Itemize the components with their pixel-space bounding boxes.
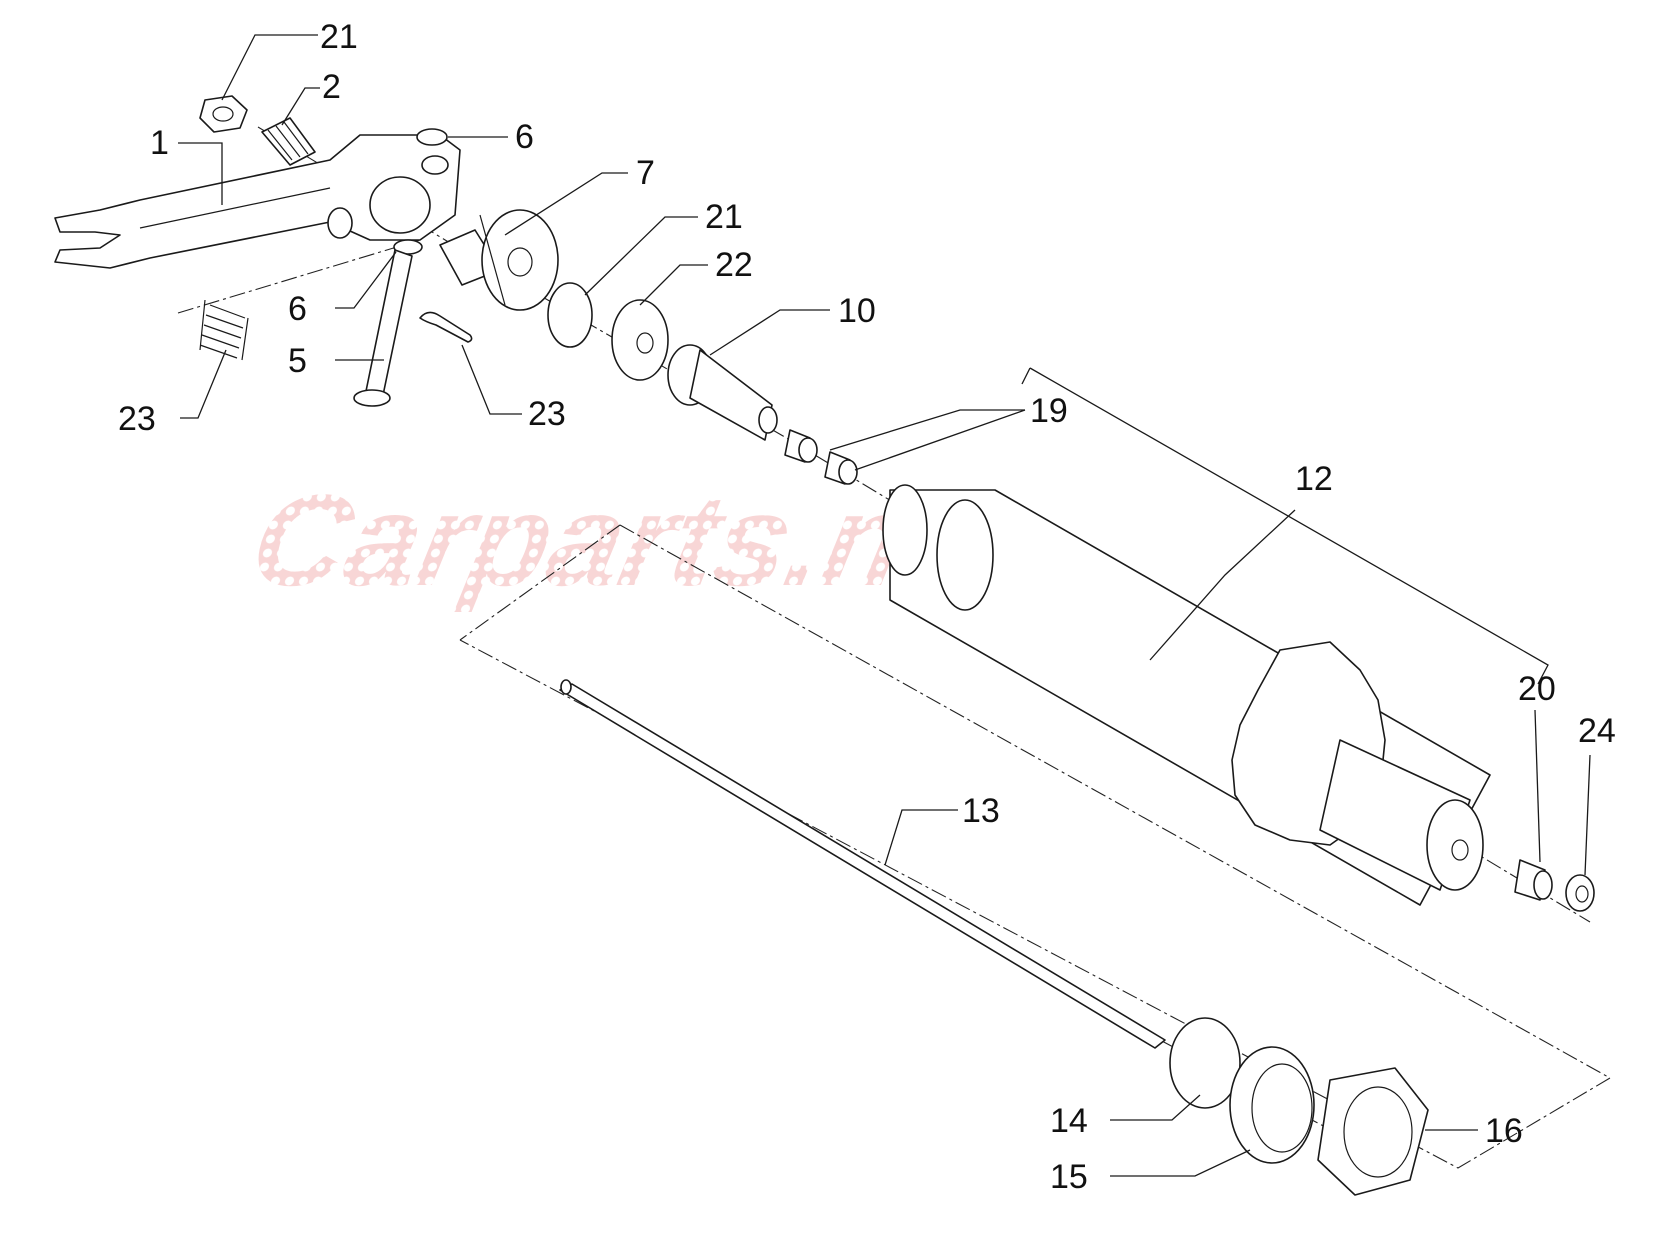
- bushing-18-part: [1514, 859, 1553, 901]
- callout-23: 23: [118, 400, 156, 438]
- callout-21: 21: [320, 18, 358, 56]
- set-screw-part: [261, 117, 316, 166]
- o-ring-14-part: [1169, 1017, 1241, 1109]
- rod-part: [559, 679, 1166, 1049]
- cotter-pin-part: [419, 311, 473, 343]
- watermark: Carparts.nl: [240, 467, 960, 612]
- bearing-ring-part: [1229, 1046, 1315, 1164]
- callout-20: 22: [715, 246, 753, 284]
- callout-22: 23: [528, 395, 566, 433]
- coil-spring-part: [199, 299, 249, 361]
- callout-7: 7: [636, 154, 655, 192]
- washer-part: [611, 299, 669, 381]
- bushing-part: [439, 209, 559, 311]
- big-nut-part: [1317, 1067, 1429, 1196]
- callout-24: 24: [1578, 712, 1616, 750]
- leader-lines: [178, 34, 1591, 1177]
- callout-17: 19: [1030, 392, 1068, 430]
- ring-24-part: [1565, 874, 1595, 912]
- clevis-pin-part: [353, 249, 413, 407]
- callout-1: 1: [150, 124, 169, 162]
- callout-14: 14: [1050, 1102, 1088, 1140]
- sleeve-part: [667, 344, 778, 441]
- gear-shaft-part: [882, 484, 1491, 906]
- callout-6-upper: 6: [515, 118, 534, 156]
- callout-16: 16: [1485, 1112, 1523, 1150]
- o-ring-upper-part: [416, 128, 448, 146]
- callout-12: 12: [1295, 460, 1333, 498]
- callout-19: 21: [705, 198, 743, 236]
- callout-5: 5: [288, 342, 307, 380]
- callout-2: 2: [322, 68, 341, 106]
- hex-nut-part: [199, 95, 248, 133]
- callout-6-lower: 6: [288, 290, 307, 328]
- callout-18: 20: [1518, 670, 1556, 708]
- ring-19-part: [547, 282, 593, 348]
- small-bushings-part: [784, 429, 858, 485]
- callout-10: 10: [838, 292, 876, 330]
- shift-lever-part: [54, 134, 461, 269]
- callout-13: 13: [962, 792, 1000, 830]
- callout-15: 15: [1050, 1158, 1088, 1196]
- callout-labels: 21 2 1 6 7 21 22 10 6 5 23 23 19 12 20 2…: [118, 18, 1616, 1196]
